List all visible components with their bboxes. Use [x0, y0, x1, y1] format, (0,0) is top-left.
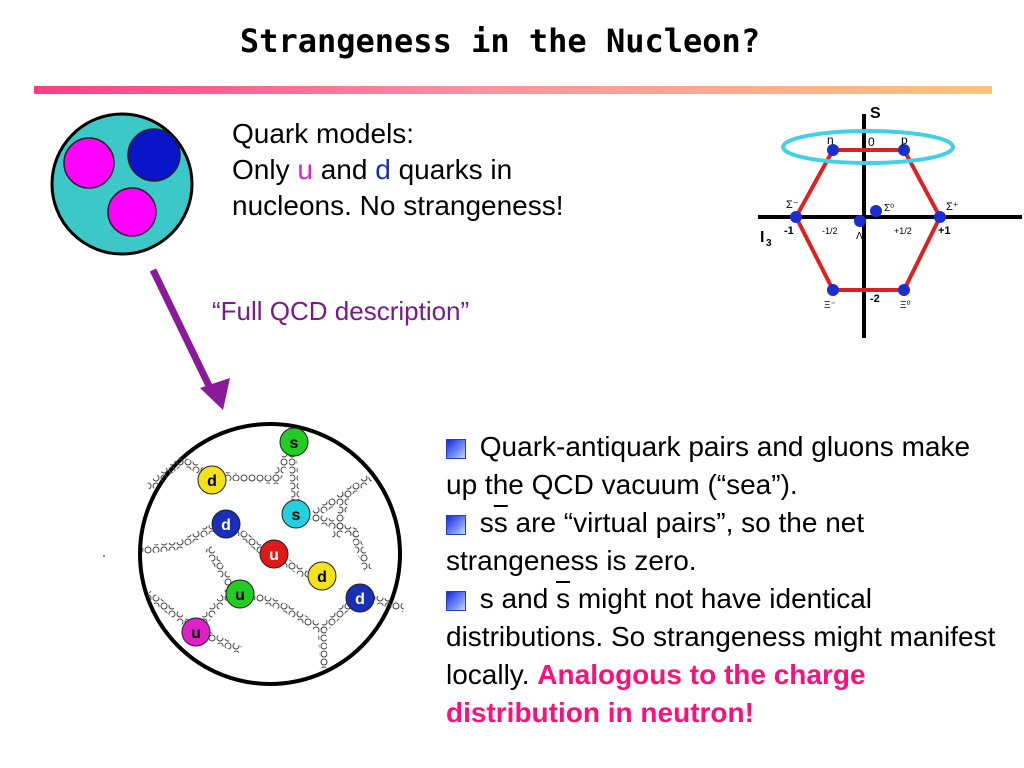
bullet-square-icon [446, 590, 466, 611]
u-quark-label: u [297, 154, 313, 185]
octet-dot-sigma-plus [934, 211, 946, 223]
s-axis-label: S [870, 105, 881, 122]
full-qcd-label: “Full QCD description” [212, 296, 470, 326]
bullet-3-pre: s and [472, 583, 557, 614]
label-n: n [827, 133, 834, 147]
text-quarks-in: quarks in [390, 154, 513, 185]
i3-axis-subscript: 3 [766, 238, 772, 249]
qcd-sea-diagram: s d s d u d u d [138, 422, 406, 686]
octet-dot-xi-zero [898, 284, 910, 296]
nucleon-quark-model-diagram [50, 112, 194, 256]
svg-text:s: s [292, 507, 301, 524]
bullet-item-3: s and s might not have identical distrib… [446, 580, 1006, 732]
sea-quark-d-yellow-2: d [307, 561, 337, 591]
text-and: and [312, 154, 376, 185]
bullet-square-icon [446, 514, 466, 535]
svg-text:u: u [235, 587, 245, 604]
bullet-3-post: might not have identical distributions. … [446, 583, 996, 690]
svg-text:d: d [355, 591, 365, 608]
quark-models-text: Quark models: Only u and d quarks in nuc… [232, 116, 564, 224]
label-zero: 0 [868, 135, 875, 149]
quark-magenta-2 [107, 187, 157, 237]
quark-blue [127, 128, 181, 182]
bullet-item-1: Quark-antiquark pairs and gluons make up… [446, 428, 1006, 504]
bullet-2-post: are “virtual pairs”, so the net strangen… [446, 507, 865, 576]
sea-quark-d-blue-2: d [345, 583, 375, 613]
octet-dot-sigma-minus [790, 211, 802, 223]
label-minus-one: -1 [784, 225, 794, 237]
svg-text:d: d [207, 473, 217, 490]
label-plus-one: +1 [938, 225, 951, 237]
octet-dot-xi-minus [827, 284, 839, 296]
quark-magenta-1 [63, 137, 115, 189]
label-lambda: Λ [856, 231, 863, 242]
octet-dot-n [827, 144, 839, 156]
arrow-to-qcd [149, 268, 230, 410]
bullet-item-2: ss are “virtual pairs”, so the net stran… [446, 504, 1006, 580]
bullet-square-icon [446, 438, 466, 459]
octet-hexagon [793, 148, 943, 292]
octet-dot-lambda [854, 215, 866, 227]
label-plus-half: +1/2 [894, 226, 912, 236]
label-sigma-minus: Σ⁻ [786, 199, 799, 211]
octet-dot-p [898, 144, 910, 156]
label-sigma-plus: Σ⁺ [946, 201, 959, 213]
baryon-octet-diagram: S I 3 n 0 p Σ⁻ Σ⁰ Σ⁺ -1 -1/2 Λ +1/2 +1 -… [758, 105, 1022, 338]
stray-dot [103, 555, 105, 557]
label-p: p [901, 133, 908, 147]
sea-quark-d-yellow: d [197, 465, 227, 495]
label-xi-minus: Ξ⁻ [824, 300, 836, 311]
bullet-2-pre: s [472, 507, 494, 538]
label-minus-half: -1/2 [822, 226, 838, 236]
d-quark-label: d [375, 154, 391, 185]
label-minus-two: -2 [870, 293, 880, 305]
sea-quark-u-red: u [259, 539, 289, 569]
slide-title: Strangeness in the Nucleon? [239, 22, 761, 60]
sea-quark-u-magenta: u [181, 617, 211, 647]
label-sigma-zero: Σ⁰ [884, 203, 894, 214]
quark-models-line3: nucleons. No strangeness! [232, 190, 564, 221]
i3-axis-label: I [760, 229, 764, 246]
sea-quark-u-green: u [225, 579, 255, 609]
sea-quark-s-cyan: s [281, 499, 311, 529]
bullet-1-text: Quark-antiquark pairs and gluons make up… [446, 431, 971, 500]
sea-quark-s-green: s [279, 427, 309, 457]
svg-text:s: s [290, 435, 299, 452]
svg-text:d: d [221, 517, 231, 534]
bullet-3-emphasis: Analogous to the charge distribution in … [446, 659, 866, 728]
nucleon-ellipse [781, 129, 955, 165]
octet-dot-sigma-zero [870, 205, 882, 217]
bullet-3-antiquark: s [556, 583, 571, 614]
quark-models-line2: Only u and d quarks in [232, 152, 564, 188]
sea-quark-d-blue: d [211, 509, 241, 539]
svg-text:u: u [191, 625, 201, 642]
bullet-2-antiquark: s [493, 507, 508, 538]
quark-models-line1: Quark models: [232, 118, 415, 149]
title-divider [34, 86, 992, 94]
label-xi-zero: Ξ⁰ [900, 300, 911, 311]
svg-text:d: d [317, 569, 327, 586]
text-only: Only [232, 154, 298, 185]
svg-text:u: u [269, 547, 279, 564]
bullet-list: Quark-antiquark pairs and gluons make up… [446, 428, 1006, 732]
